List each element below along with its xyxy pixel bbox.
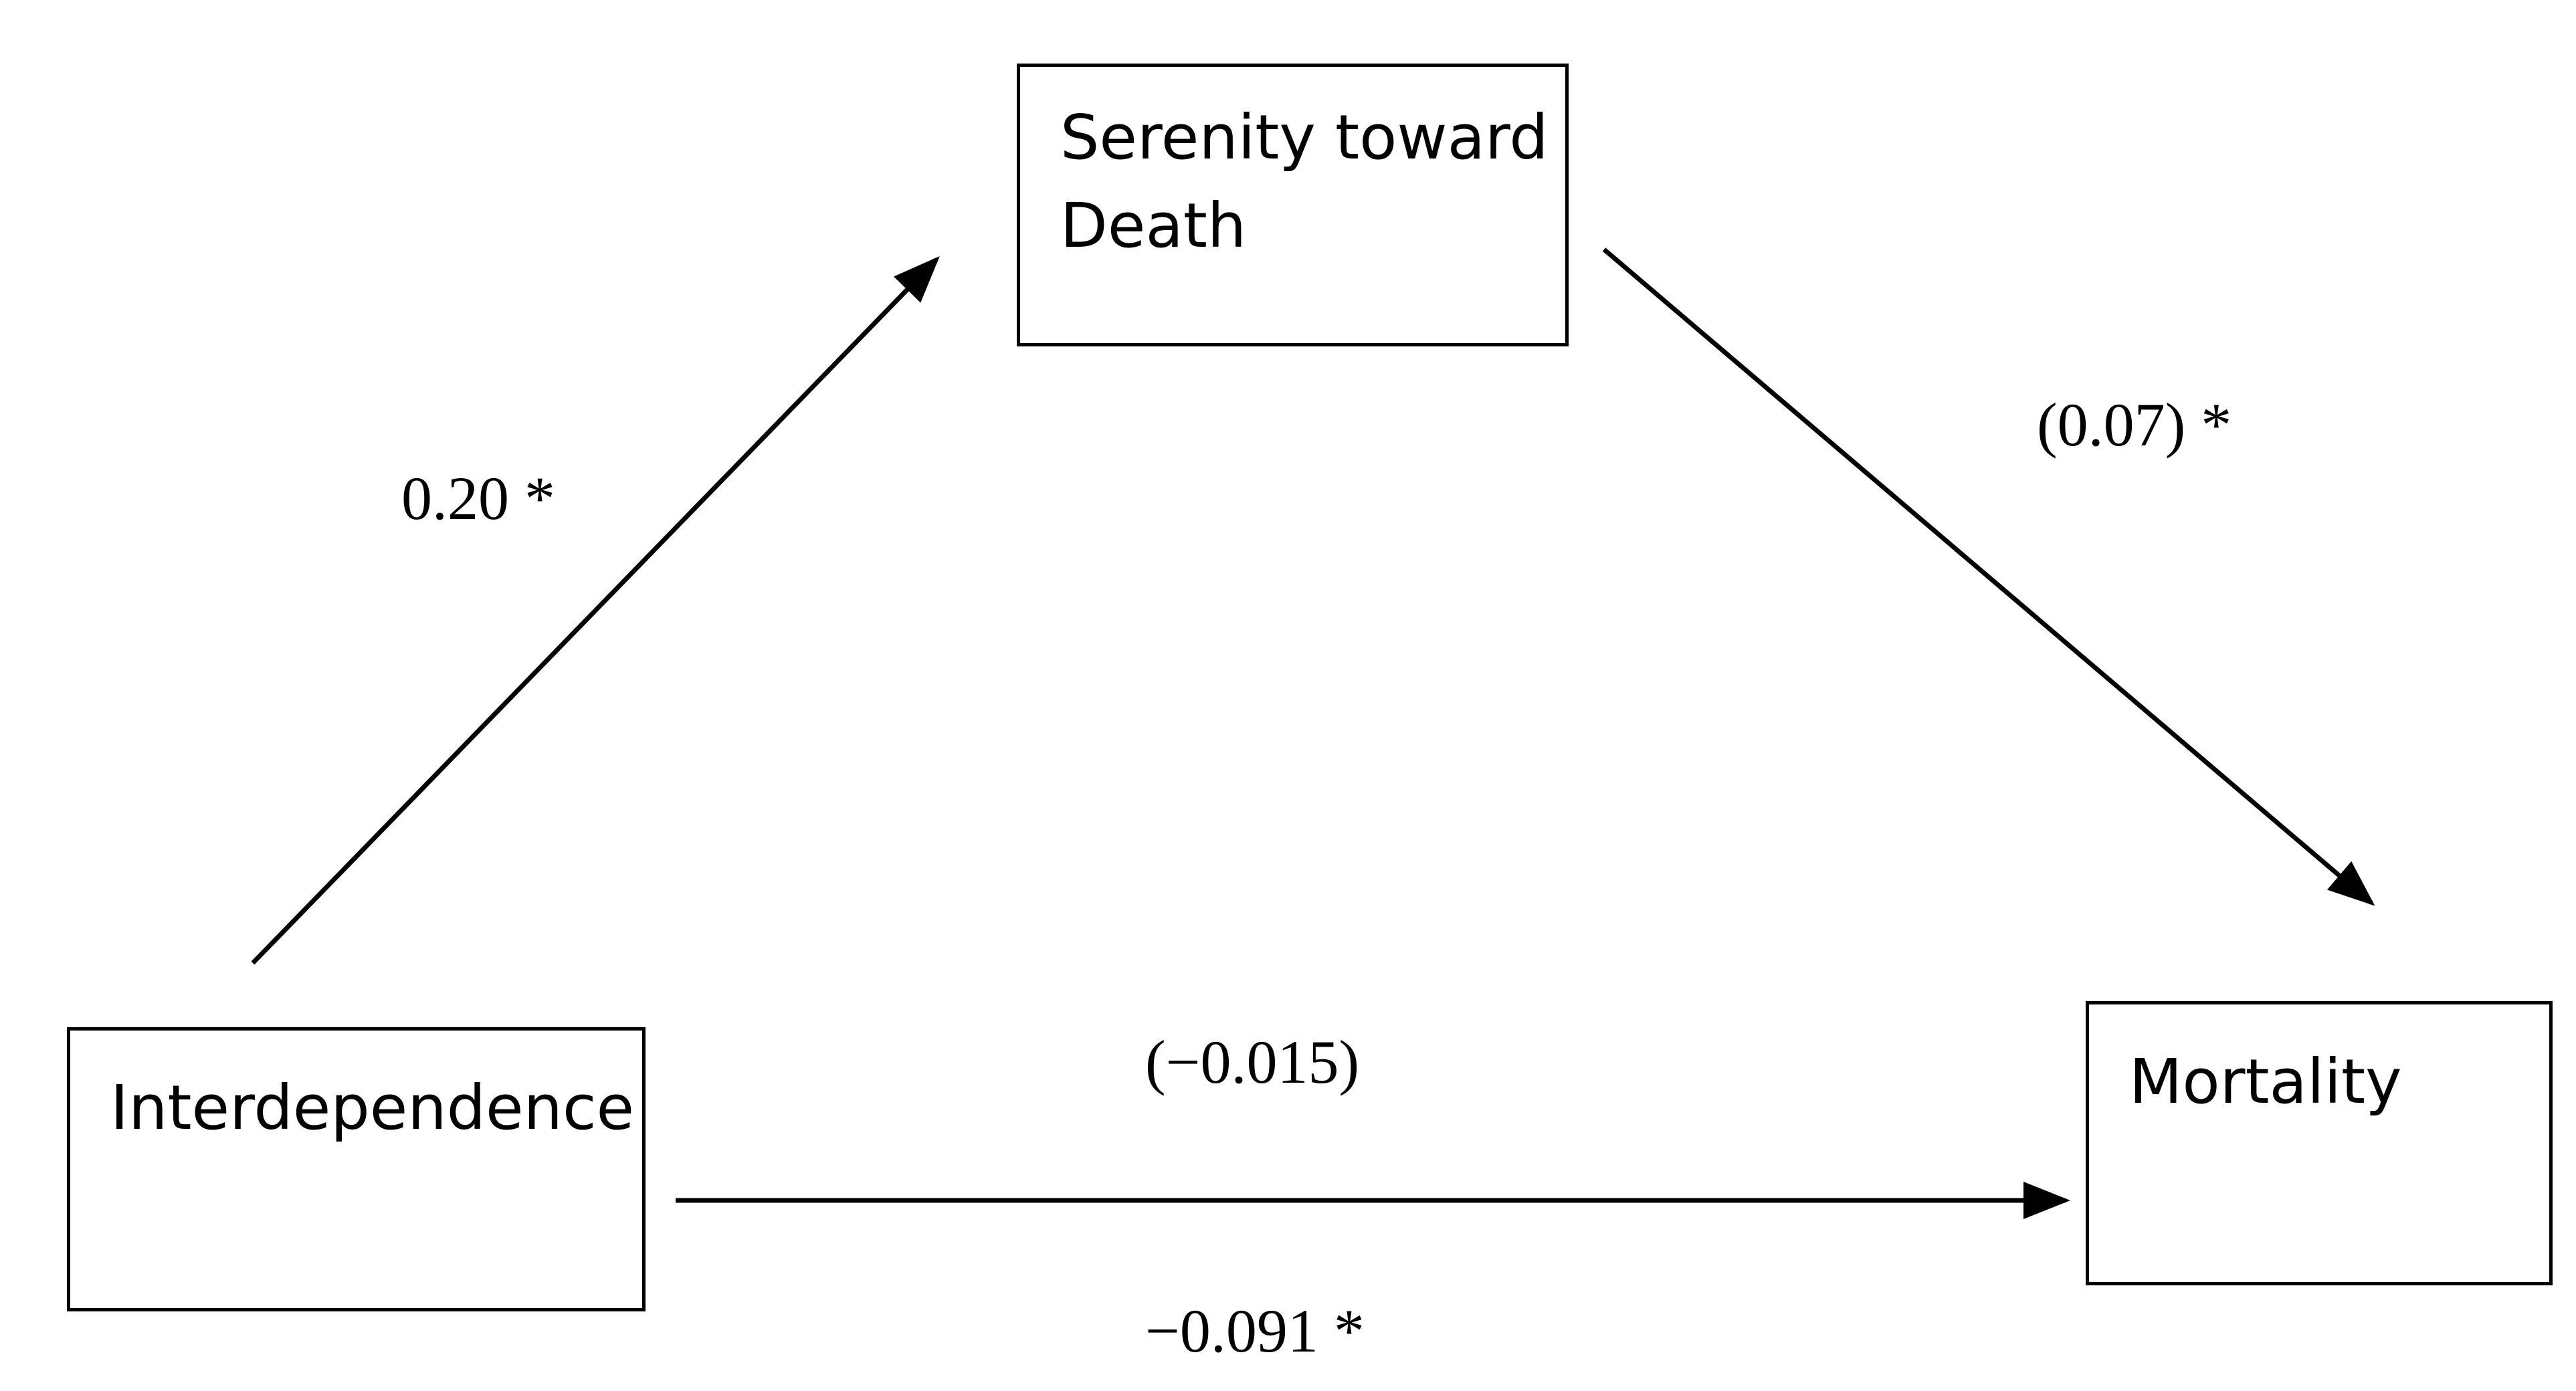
mediator-box: Serenity toward Death [1017, 64, 1569, 346]
predictor-label: Interdependence [110, 1072, 635, 1144]
arrow-interdependence-to-serenity [251, 255, 940, 965]
total-effect-coefficient: −0.091 * [1145, 1297, 1365, 1365]
path-a-coefficient: 0.20 * [401, 464, 555, 532]
path-b-coefficient: (0.07) * [2037, 391, 2232, 459]
direct-effect-coefficient: (−0.015) [1145, 1028, 1360, 1096]
outcome-label: Mortality [2129, 1046, 2402, 1117]
predictor-box: Interdependence [67, 1027, 646, 1311]
mediator-label: Serenity toward Death [1060, 102, 1549, 261]
arrow-serenity-to-mortality [1602, 247, 2375, 906]
outcome-box: Mortality [2086, 1001, 2553, 1285]
